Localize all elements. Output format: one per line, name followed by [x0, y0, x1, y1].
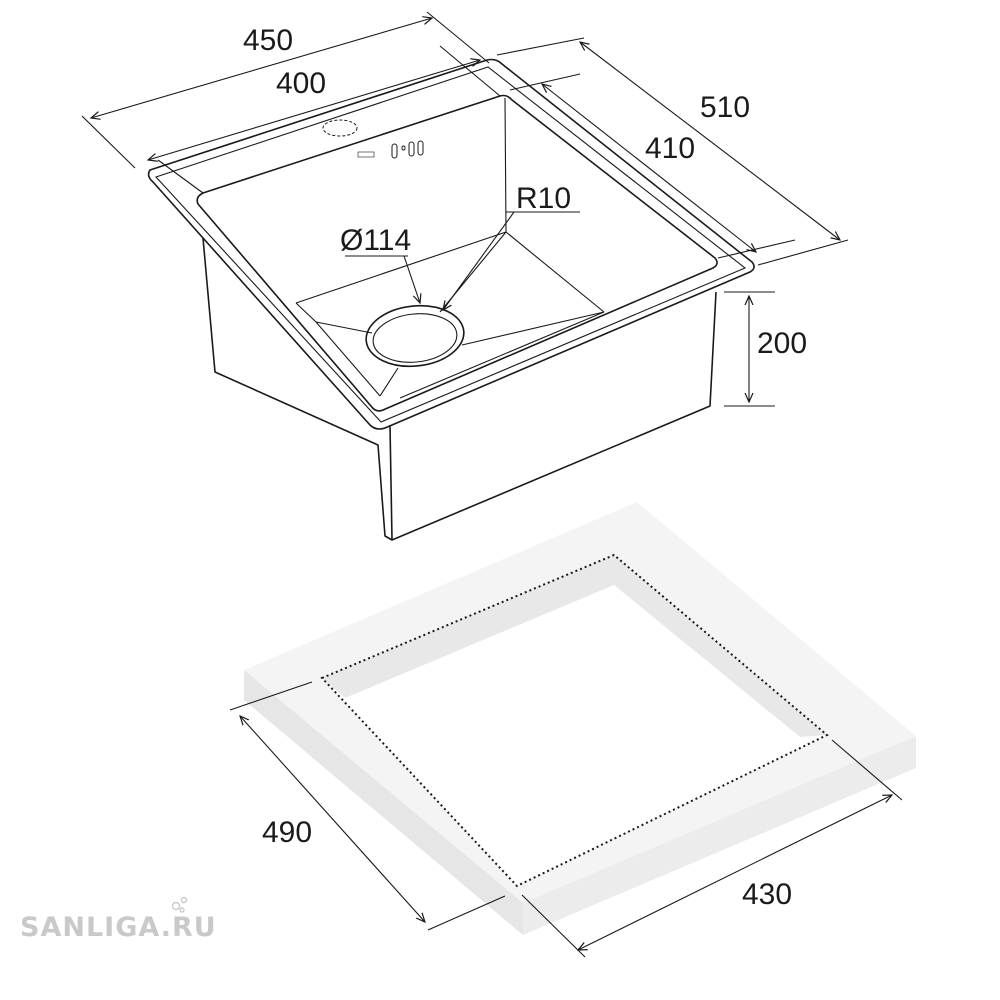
- board-top-surface: [244, 502, 916, 903]
- sink-rim-outer: [147, 58, 755, 430]
- sink-dimensions: 450 400 510 410 200 R10 Ø114: [81, 11, 849, 407]
- cutout-dimensions: 490 430: [229, 681, 903, 958]
- dim-cutout-width: 430: [742, 878, 792, 911]
- dim-width-outer: 450: [243, 24, 293, 57]
- drain-inner: [372, 313, 458, 363]
- drain-outer: [365, 304, 465, 368]
- cutout-back-wall: [322, 555, 614, 698]
- tap-hole-icon: [322, 119, 358, 137]
- overflow-slots-icon: [391, 140, 424, 159]
- watermark-logo: SANLIGA.RU: [20, 896, 217, 943]
- dim-cutout-depth: 490: [262, 816, 312, 849]
- sink-body-right-wall: [389, 424, 393, 541]
- bubbles-icon: [171, 896, 188, 913]
- dim-depth-outer: 510: [700, 91, 750, 124]
- board-left-edge: [244, 670, 523, 935]
- cutout-outline-dashed: [320, 553, 829, 888]
- dim-drain-diameter: Ø114: [340, 224, 411, 257]
- cutout-board: [244, 502, 916, 935]
- dim-height: 200: [757, 327, 807, 360]
- sink-floor-creases: [315, 231, 605, 397]
- sink-bowl-opening: [196, 94, 718, 412]
- dim-corner-radius: R10: [516, 182, 571, 215]
- sink-body-outline: [202, 237, 717, 541]
- dim-depth-inner: 410: [645, 132, 695, 165]
- watermark-text: SANLIGA.RU: [20, 912, 217, 943]
- dim-width-inner: 400: [276, 67, 326, 100]
- brand-mark: [357, 151, 375, 158]
- sink-bowl-floor-edges: [295, 302, 605, 399]
- sink-rim-inner: [155, 66, 747, 423]
- board-right-edge: [523, 736, 916, 935]
